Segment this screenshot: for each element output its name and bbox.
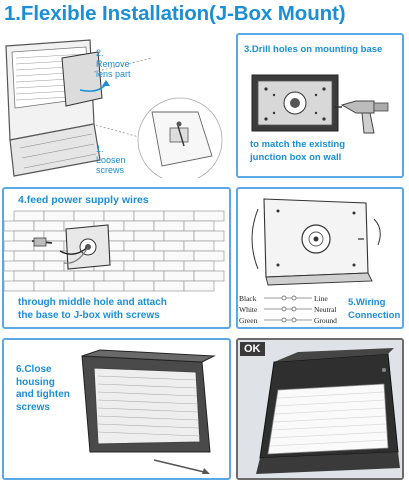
fixture-open-illustration — [5, 39, 223, 178]
step-4-panel: 4.feed power supply wires through middle… — [2, 187, 231, 329]
step-5-panel: Black Line White Neutral Green Ground 5.… — [236, 187, 404, 329]
wall-pack-light-image — [238, 340, 402, 478]
step-4-title: 4.feed power supply wires — [18, 194, 149, 206]
wire-green-label: Green — [239, 316, 258, 325]
step-3-desc: to match the existing junction box on wa… — [250, 139, 346, 163]
ok-badge: OK — [240, 342, 265, 356]
step-3-title: 3.Drill holes on mounting base — [244, 44, 383, 55]
wire-black-label: Black — [239, 294, 257, 303]
final-product-panel: OK — [236, 338, 404, 480]
wire-white-label: White — [239, 305, 258, 314]
step-4-desc: through middle hole and attach the base … — [18, 297, 167, 321]
step-5-title: 5.Wiring Connection — [348, 297, 401, 321]
brick-wall-illustration — [4, 210, 225, 292]
step-6-panel: 6.Close housing and tighten screws — [2, 338, 231, 480]
header: 1.Flexible Installation(J-Box Mount) — [4, 0, 409, 30]
closed-housing-illustration — [81, 349, 216, 474]
step-6-title: 6.Close housing and tighten screws — [16, 364, 70, 413]
page-title: 1.Flexible Installation(J-Box Mount) — [4, 2, 346, 25]
step-1-2-panel: 2. Remove lens part 1. Loosen screws — [2, 28, 231, 178]
step-3-panel: 3.Drill holes on mounting base to match … — [236, 33, 404, 178]
mounting-base-drill-illustration — [251, 74, 389, 134]
loosen-screws-label: 1. Loosen screws — [96, 144, 126, 175]
wire-ground-label: Ground — [314, 316, 337, 325]
remove-lens-label: 2. Remove lens part — [96, 48, 131, 79]
wire-neutral-label: Neutral — [314, 305, 337, 314]
wiring-box-illustration — [251, 198, 381, 323]
wire-line-label: Line — [314, 294, 328, 303]
